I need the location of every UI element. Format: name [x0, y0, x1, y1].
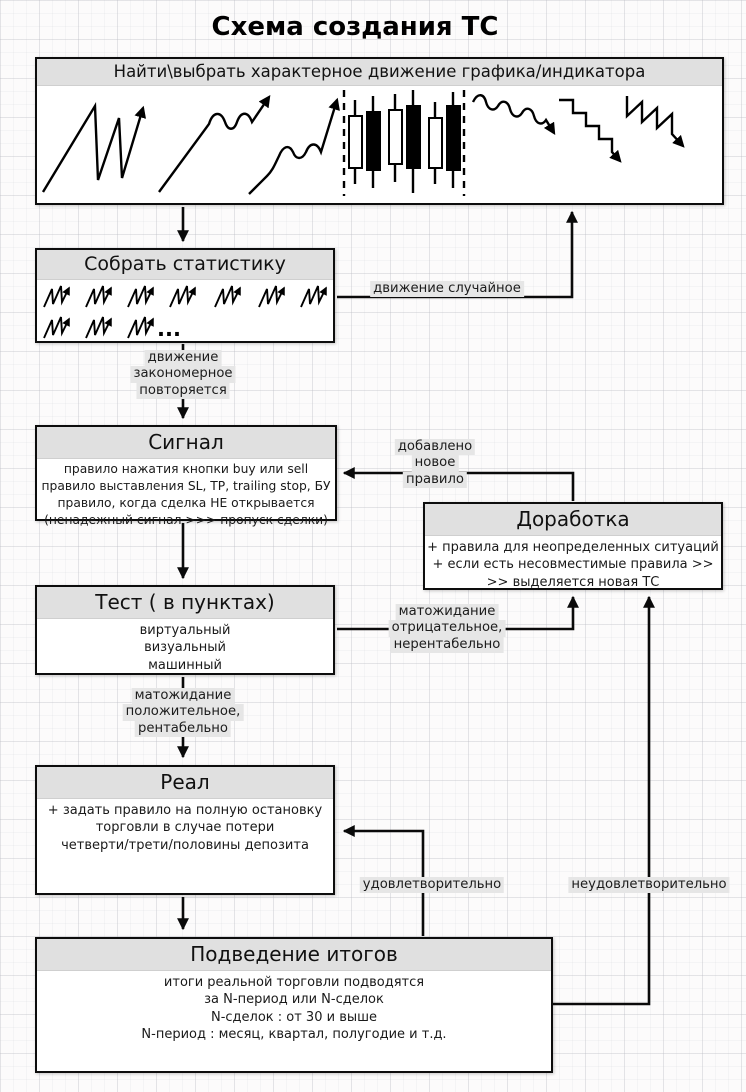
box-test-header: Тест ( в пунктах)	[37, 587, 333, 619]
page-title: Схема создания ТС	[211, 12, 499, 42]
edge-label-line: закономерное	[130, 366, 236, 383]
box-line: правило выставления SL, TP, trailing sto…	[41, 478, 331, 493]
box-line: за N-период или N-сделок	[204, 992, 384, 1008]
wave-downtrend-icon	[471, 94, 556, 136]
edge-label-line: положительное,	[122, 704, 244, 721]
box-line: N-период : месяц, квартал, полугодие и т…	[141, 1027, 447, 1043]
box-line: N-сделок : от 30 и выше	[210, 1009, 378, 1025]
edge-label-line: нерентабельно	[390, 636, 504, 654]
chart-patterns-illustration	[41, 90, 685, 196]
edge-label-line: неудовлетворительно	[568, 877, 730, 894]
staircase-downtrend-icon	[559, 98, 622, 163]
box-line: итоги реальной торговли подводятся	[163, 975, 425, 990]
edge-label-line: матожидание	[131, 688, 235, 705]
box-collect-statistics-header: Собрать статистику	[37, 250, 333, 280]
box-signal: Сигнал правило нажатия кнопки buy или se…	[35, 425, 337, 527]
box-find-movement: Найти\выбрать характерное движение графи…	[35, 57, 724, 205]
arrow-summary-to-rework	[553, 595, 655, 1006]
edge-label-line: движение	[144, 350, 222, 367]
edge-label-satisfactory: удовлетворительно	[359, 877, 505, 894]
candlestick-pair-icon	[388, 90, 421, 193]
candlestick-pair-icon	[428, 92, 461, 188]
edge-label-new-rule: добавлено новое правило	[394, 439, 476, 489]
box-summary: Подведение итогов итоги реальной торговл…	[35, 937, 553, 1073]
box-line: + если есть несовместимые правила >>	[432, 557, 714, 573]
candlestick-pair-icon	[348, 96, 381, 188]
box-line: визуальный	[144, 640, 226, 656]
box-line: виртуальный	[139, 623, 231, 638]
edge-label-line: матожидание	[395, 604, 499, 621]
box-signal-header: Сигнал	[37, 427, 335, 459]
box-line: торговли в случае потери	[95, 820, 275, 836]
statistics-patterns-illustration	[37, 280, 333, 342]
edge-label-random-movement: движение случайное	[370, 281, 524, 298]
edge-label-line: движение случайное	[370, 281, 524, 298]
box-rework-header: Доработка	[425, 504, 721, 536]
edge-label-regular-movement: движение закономерное повторяется	[130, 350, 236, 400]
edge-label-line: добавлено	[394, 439, 476, 456]
ellipsis-more: ...	[157, 317, 181, 341]
edge-label-positive-expectation: матожидание положительное, рентабельно	[122, 688, 244, 738]
edge-label-line: новое	[411, 455, 459, 472]
wave-uptrend-alt-icon	[248, 97, 340, 195]
box-real: Реал + задать правило на полную остановк…	[35, 765, 335, 895]
box-real-header: Реал	[37, 767, 333, 799]
box-line: + правила для неопределенных ситуаций	[427, 540, 719, 555]
edge-label-unsatisfactory: неудовлетворительно	[568, 877, 730, 894]
edge-label-line: удовлетворительно	[359, 877, 505, 894]
box-test: Тест ( в пунктах) виртуальный визуальный…	[35, 585, 335, 675]
box-line: (ненадежный сигнал >>> пропуск сделки)	[44, 512, 328, 527]
zigzag-uptrend-icon	[41, 101, 146, 193]
box-line: четверти/трети/половины депозита	[61, 837, 309, 853]
box-line: машинный	[148, 657, 222, 673]
box-line: + задать правило на полную остановку	[47, 803, 323, 818]
wave-uptrend-icon	[158, 95, 271, 193]
edge-label-line: правило	[403, 471, 467, 489]
mini-zigzag-uptrend-icon	[44, 286, 326, 338]
box-line: правило, когда сделка НЕ открывается	[57, 495, 315, 510]
box-line: >> выделяется новая ТС	[486, 574, 660, 590]
edge-label-line: повторяется	[136, 382, 230, 400]
box-line: правило нажатия кнопки buy или sell	[63, 462, 309, 476]
box-find-movement-header: Найти\выбрать характерное движение графи…	[37, 59, 722, 86]
box-collect-statistics: Собрать статистику ...	[35, 248, 335, 343]
edge-label-line: рентабельно	[134, 720, 232, 738]
edge-label-negative-expectation: матожидание отрицательное, нерентабельно	[388, 604, 506, 654]
sawtooth-downtrend-icon	[625, 96, 685, 148]
edge-label-line: отрицательное,	[388, 620, 506, 637]
box-summary-header: Подведение итогов	[37, 939, 551, 971]
box-rework: Доработка + правила для неопределенных с…	[423, 502, 723, 590]
